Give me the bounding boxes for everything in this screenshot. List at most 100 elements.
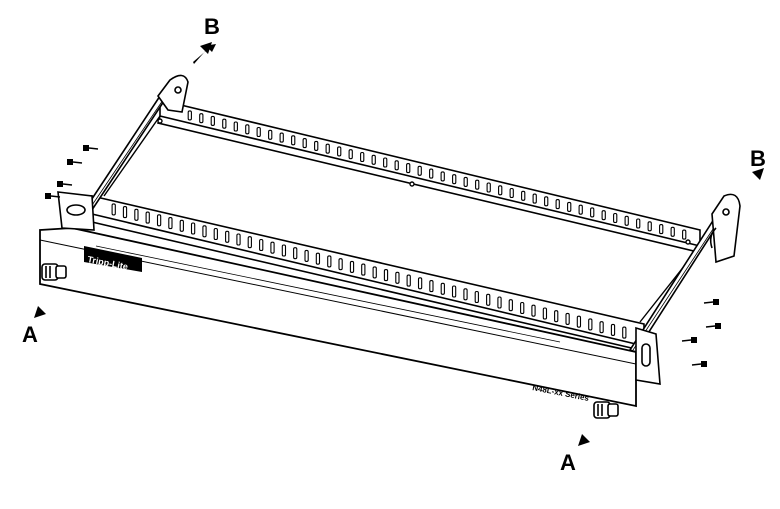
rear-rail-slot: [475, 179, 480, 190]
rear-rail-slot: [348, 149, 353, 160]
screw: [83, 145, 99, 151]
front-rail-slot: [497, 296, 502, 309]
front-rail-slot: [486, 293, 491, 306]
front-rail-slot: [338, 258, 343, 271]
arrow-a-left: [34, 296, 56, 318]
rear-rail-slot: [647, 221, 652, 232]
front-rail-slot: [213, 227, 218, 241]
arrow-b-left: [190, 42, 216, 64]
rear-rail-slot: [498, 185, 503, 196]
rear-rail-slot: [601, 210, 606, 221]
rear-rail-slot: [590, 207, 595, 218]
front-rail-slot: [168, 217, 173, 230]
rear-rail-slot: [532, 193, 537, 204]
front-rail-slot: [508, 299, 513, 312]
rear-rail-slot: [245, 124, 250, 135]
front-rail-slot: [542, 307, 548, 320]
front-rail-slot: [440, 282, 445, 295]
front-rail-slot: [451, 285, 457, 298]
rear-rail-slot: [406, 163, 411, 174]
arrow-b-right: [742, 168, 764, 190]
rear-rail-slot: [360, 151, 365, 163]
rear-rail-slot: [509, 187, 514, 199]
rear-rail-slot: [371, 154, 376, 165]
front-rail-slot: [372, 266, 377, 279]
front-rail-slot: [304, 249, 309, 262]
front-rail-slot: [190, 222, 196, 235]
front-rail-slot: [383, 269, 389, 282]
front-rail-slot: [156, 214, 162, 227]
rear-rail-slot: [417, 165, 422, 176]
left-rear-bracket: [157, 74, 189, 113]
rear-rail-slot: [325, 143, 330, 154]
rear-rail-slot: [256, 126, 261, 138]
rear-rail-slot: [659, 224, 664, 235]
front-rail-slot: [202, 225, 207, 238]
rear-rail-slot: [291, 135, 296, 146]
rear-rail-slot: [613, 212, 618, 224]
front-rail-slot: [349, 260, 355, 273]
front-rail-slot: [520, 301, 525, 315]
front-rail-slot: [622, 326, 627, 339]
front-rail-slots: [111, 203, 627, 339]
rear-rail-slot: [394, 160, 399, 171]
front-rail-slot: [179, 219, 184, 232]
arrow-a-right: [578, 424, 600, 446]
rear-rail-slot: [486, 182, 491, 193]
rear-rail-slot: [567, 201, 572, 212]
rear-rail-slot: [222, 118, 227, 129]
front-rail-slot: [281, 244, 287, 257]
right-mounting-screws: [681, 299, 721, 367]
rear-rail-slot: [314, 140, 319, 151]
rear-rail-slot: [440, 171, 445, 182]
rear-rail: [157, 98, 701, 253]
front-rail-slot: [247, 236, 252, 249]
rear-rail-slot: [429, 168, 434, 179]
screw: [67, 159, 83, 165]
front-rail-slot: [610, 323, 616, 336]
screw: [691, 361, 707, 367]
left-mounting-screws: [45, 145, 99, 199]
front-rail-slot: [417, 277, 423, 290]
front-rail-slot: [236, 233, 241, 246]
rear-rail-slot: [670, 226, 675, 237]
screw: [57, 181, 73, 187]
rear-rail-slot: [682, 229, 687, 240]
rear-rail-slot: [578, 204, 583, 215]
front-rail-slot: [145, 211, 150, 224]
screw: [703, 299, 719, 305]
front-rail-slot: [429, 280, 434, 293]
front-rail-slot: [588, 318, 593, 331]
front-right-ear: [635, 326, 661, 385]
screw: [45, 193, 61, 199]
rear-rail-slot: [199, 113, 204, 124]
left-thumb-screw: [41, 263, 67, 281]
rear-rail-slot: [636, 218, 641, 229]
rear-rail-slot: [337, 146, 342, 157]
rear-rail-slot: [463, 176, 468, 187]
callout-a-right: A: [560, 450, 576, 475]
front-rail-slot: [111, 203, 116, 216]
rear-rail-slot: [233, 121, 238, 132]
callout-b-left: B: [204, 14, 220, 39]
front-rail-slot: [463, 288, 468, 301]
front-rail-slot: [554, 310, 559, 323]
rear-rail-slot: [555, 199, 560, 210]
rear-rail-slot: [268, 129, 273, 140]
callout-b-right: B: [750, 146, 766, 171]
front-rail-slot: [327, 255, 332, 268]
callout-a-left: A: [22, 322, 38, 347]
front-rail-slot: [122, 206, 128, 219]
front-rail-slot: [259, 238, 264, 252]
front-rail-slot: [293, 247, 298, 260]
screw: [705, 323, 721, 329]
right-thumb-screw: [593, 401, 619, 419]
rear-rail-slot: [521, 190, 526, 201]
front-rail-slot: [576, 315, 582, 328]
front-left-ear: [57, 191, 95, 231]
right-rear-bracket: [709, 193, 741, 264]
rear-rail-slot: [544, 196, 549, 207]
front-rail-slot: [599, 321, 604, 334]
front-rail-slot: [395, 271, 400, 284]
